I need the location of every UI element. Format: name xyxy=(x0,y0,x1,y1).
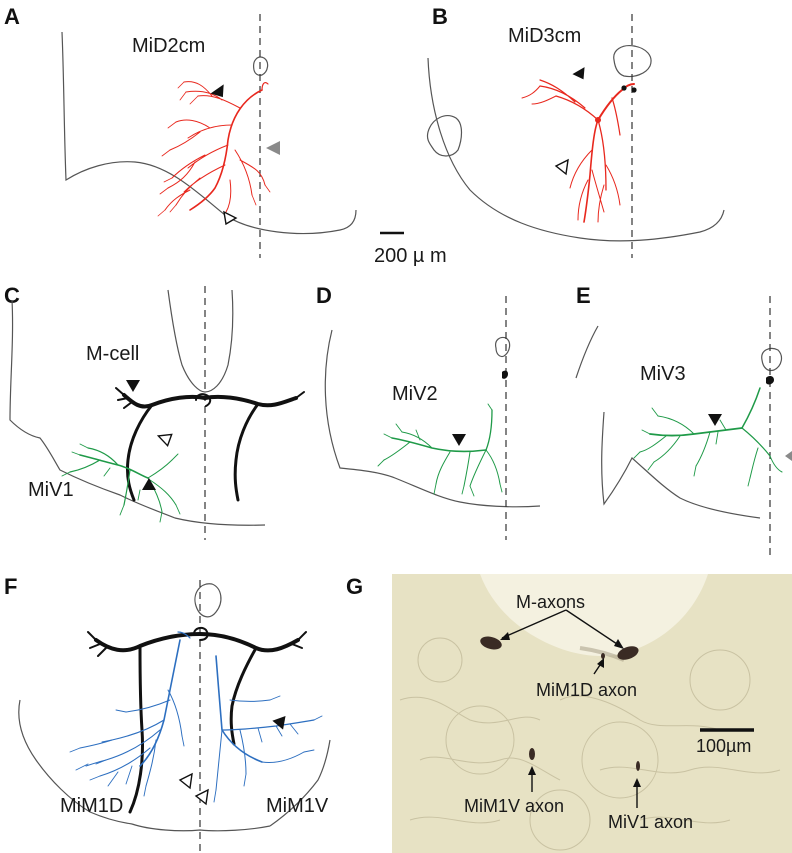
m-axon-left xyxy=(480,636,502,650)
panel-c-letter: C xyxy=(4,283,20,308)
miV1-axon-dot xyxy=(636,761,640,771)
panel-c-arrowhead-miv1 xyxy=(142,478,156,490)
micrograph-annotation-arrows xyxy=(500,609,641,808)
panel-a-brain-outline xyxy=(61,31,357,235)
miM1V-axon-label: MiM1V axon xyxy=(464,796,564,816)
panel-b-arrowhead-open xyxy=(554,158,569,176)
panel-e: E MiV3 xyxy=(575,283,792,560)
miM1V-neuron xyxy=(177,631,323,803)
panel-b-ventricle-left xyxy=(426,115,463,157)
scale-bar-200: 200 µ m xyxy=(374,231,447,267)
m-axons-label: M-axons xyxy=(516,592,585,612)
miV1-axon-label: MiV1 axon xyxy=(608,812,693,832)
panel-e-arrowhead-gray xyxy=(785,451,792,461)
miV1-neuron xyxy=(61,443,181,523)
panel-g: G xyxy=(346,574,792,853)
panel-b: B MiD3cm xyxy=(426,4,725,258)
miD3cm-neuron xyxy=(521,79,635,223)
panel-c-cell-label: MiV1 xyxy=(28,479,74,501)
miM1D-neuron xyxy=(69,639,185,797)
panel-f-arrowhead-open-2 xyxy=(194,788,209,806)
micrograph-ventricle xyxy=(480,574,708,656)
panel-c-mcell-label: M-cell xyxy=(86,343,139,365)
panel-f-brain-outline-right xyxy=(269,739,331,827)
panel-b-axon-dot-1 xyxy=(621,85,627,91)
panel-d-axon-dot xyxy=(502,370,508,379)
panel-e-axon-dot xyxy=(766,375,774,385)
scale-bar-label: 200 µ m xyxy=(374,245,447,267)
micrograph-scale-label: 100µm xyxy=(696,736,751,756)
miM1D-axon-dot xyxy=(601,653,605,659)
panel-f-brain-outline-left xyxy=(18,699,133,825)
panel-a-arrowhead-open xyxy=(223,210,238,226)
miV2-neuron xyxy=(377,403,503,497)
panel-a-arrowhead-filled xyxy=(210,84,224,98)
micrograph-texture xyxy=(399,637,781,851)
panel-c-ventricle xyxy=(167,289,234,393)
m-cell-neuron xyxy=(115,387,305,502)
panel-e-brain-outline-upper xyxy=(575,325,599,379)
panel-a-arrowhead-gray xyxy=(266,141,280,155)
panel-a-letter: A xyxy=(4,4,20,29)
panel-b-arrowhead-filled xyxy=(572,67,585,80)
miV3-neuron xyxy=(633,387,783,487)
panel-a-cell-label: MiD2cm xyxy=(132,35,205,57)
panel-e-brain-outline-lower xyxy=(601,411,761,519)
panel-f-right-label: MiM1V xyxy=(266,795,329,817)
panel-d-brain-outline xyxy=(324,329,541,508)
panel-b-brain-outline xyxy=(427,57,725,242)
panel-d-ventricle xyxy=(495,336,511,358)
panel-f-brain-outline-bottom xyxy=(131,823,271,832)
m-axon-right xyxy=(617,646,639,660)
panel-a: A MiD2cm xyxy=(4,4,357,258)
panel-a-ventricle-outline xyxy=(253,56,269,76)
panel-f: F MiM1D Mi xyxy=(4,574,331,853)
panel-c-arrowhead-open xyxy=(156,433,173,447)
panel-d-letter: D xyxy=(316,283,332,308)
panel-d-cell-label: MiV2 xyxy=(392,383,438,405)
miD2cm-neuron xyxy=(157,81,271,217)
miD3cm-soma xyxy=(595,117,601,123)
panel-b-ventricle-right xyxy=(613,45,652,78)
panel-f-ventricle xyxy=(194,583,222,618)
panel-g-letter: G xyxy=(346,574,363,599)
panel-c-brain-outline-left xyxy=(9,299,266,526)
panel-b-axon-dot-2 xyxy=(631,87,637,93)
panel-f-left-label: MiM1D xyxy=(60,795,123,817)
panel-e-arrowhead xyxy=(708,414,722,426)
panel-f-arrowhead-open-1 xyxy=(178,772,193,790)
panel-d: D MiV2 xyxy=(316,283,541,540)
panel-e-ventricle xyxy=(761,347,783,372)
panel-f-letter: F xyxy=(4,574,17,599)
panel-e-letter: E xyxy=(576,283,591,308)
panel-c-arrowhead-m xyxy=(126,380,140,392)
miM1V-axon-dot xyxy=(529,748,535,760)
panel-d-arrowhead xyxy=(452,434,466,446)
panel-c: C M-cell MiV1 xyxy=(4,283,305,540)
panel-f-arrowhead-filled xyxy=(272,715,286,730)
panel-b-cell-label: MiD3cm xyxy=(508,25,581,47)
panel-b-letter: B xyxy=(432,4,448,29)
panel-e-cell-label: MiV3 xyxy=(640,363,686,385)
miM1D-axon-label: MiM1D axon xyxy=(536,680,637,700)
panel-f-m-cell xyxy=(87,626,307,814)
